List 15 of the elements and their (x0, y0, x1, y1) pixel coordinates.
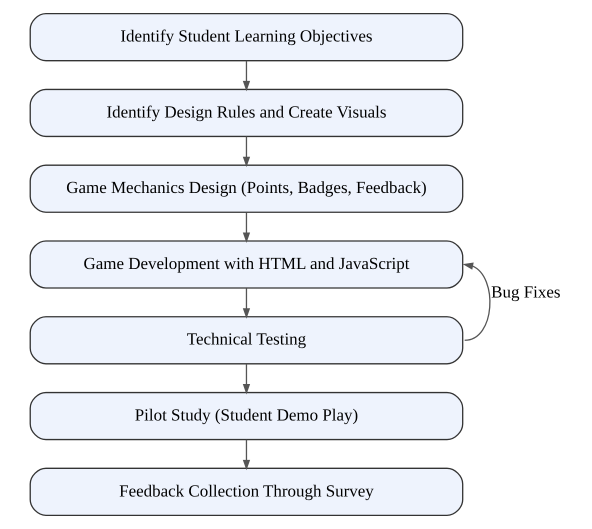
node-box: Feedback Collection Through Survey (30, 468, 464, 516)
arrow (242, 212, 250, 243)
node-box: Technical Testing (30, 316, 464, 364)
arrow (242, 60, 250, 92)
node-box: Game Mechanics Design (Points, Badges, Feedback) (30, 164, 464, 213)
node-box: Identify Student Learning Objectives (30, 12, 464, 62)
node-box: Game Development with HTML and JavaScript (30, 240, 464, 289)
node-box: Pilot Study (Student Demo Play) (30, 392, 464, 440)
edge-label: Bug Fixes (491, 282, 560, 302)
arrow (242, 364, 250, 395)
arrow (242, 440, 250, 470)
arrow (462, 262, 490, 341)
arrow (242, 136, 250, 168)
node-box: Identify Design Rules and Create Visuals (30, 88, 464, 138)
arrow (242, 288, 250, 319)
